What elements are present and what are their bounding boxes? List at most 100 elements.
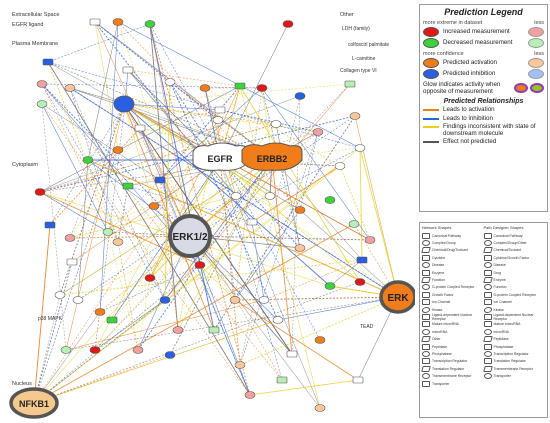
network-edge — [123, 103, 371, 241]
network-node — [164, 78, 176, 86]
network-node — [144, 20, 156, 28]
network-edge — [239, 85, 361, 283]
network-shape-item: G-protein Coupled Receptor — [422, 284, 484, 291]
node-egfr[interactable]: EGFR — [192, 142, 249, 171]
node-nfkb1-label: NFKB1 — [19, 399, 49, 409]
network-edge — [159, 87, 263, 181]
network-edge — [69, 127, 141, 239]
node-erbb2[interactable]: ERBB2 — [241, 142, 303, 171]
network-edge — [271, 157, 363, 261]
network-edge — [33, 311, 101, 404]
network-node — [102, 228, 114, 236]
network-edge — [261, 87, 371, 241]
network-edge — [137, 157, 273, 351]
network-edge — [204, 87, 237, 197]
network-node — [294, 92, 306, 100]
network-edge — [33, 294, 61, 404]
path-shape-item: Cytokine/Growth Factor — [483, 254, 546, 261]
shape-label: Cytokine/Growth Factor — [493, 255, 530, 260]
network-node — [364, 236, 376, 244]
network-edge — [234, 296, 399, 301]
network-node — [272, 316, 284, 324]
network-edge — [59, 157, 273, 296]
network-edge — [329, 259, 363, 287]
network-edge — [65, 299, 265, 351]
network-node — [144, 274, 156, 282]
node-cofficient-label: colfoscirl palmitate — [348, 42, 389, 48]
network-edge — [47, 61, 273, 159]
path-shape-item: Transporter — [483, 372, 546, 380]
network-edge — [117, 241, 139, 351]
legend-group2-right: less — [534, 51, 544, 57]
network-node — [199, 84, 211, 92]
shape-label: Disease — [432, 263, 445, 268]
network-edge — [164, 81, 171, 301]
shape-icon — [483, 299, 492, 306]
network-edge — [59, 103, 125, 296]
network-shape-item: Function — [421, 276, 484, 284]
network-node — [82, 156, 94, 164]
network-edge — [189, 235, 293, 355]
network-edge — [49, 127, 141, 226]
network-node — [94, 308, 106, 316]
shape-label: Enzyme — [493, 278, 506, 283]
node-tead-label: TEAD — [360, 324, 374, 330]
network-edge — [177, 157, 273, 331]
compartment-cytoplasm: Cytoplasm — [12, 162, 38, 168]
shape-icon — [483, 240, 492, 247]
shape-icon — [482, 336, 493, 343]
node-ldh-label: LDH (family) — [342, 26, 370, 32]
network-edge — [219, 85, 241, 161]
network-edge — [71, 159, 221, 263]
network-node — [214, 106, 226, 114]
network-node — [282, 20, 294, 28]
network-edge — [47, 61, 119, 243]
network-edge — [263, 259, 363, 301]
network-edge — [137, 277, 151, 351]
compartment-nucleus: Nucleus — [12, 381, 32, 387]
shape-icon — [482, 306, 493, 313]
network-edge — [149, 157, 273, 279]
node-erk12[interactable]: ERK1/2 — [168, 214, 212, 258]
node-erk[interactable]: ERK — [379, 280, 415, 314]
network-node — [113, 95, 135, 113]
path-shape-item: Ion Channel — [483, 299, 546, 306]
network-edge — [239, 85, 321, 409]
shape-label: Cytokine — [432, 255, 446, 260]
shape-label: Transcription Regulator — [432, 359, 468, 364]
network-node — [264, 192, 276, 200]
shape-label: microRNA — [493, 329, 509, 334]
network-edge — [239, 95, 301, 366]
inhibition-swatch-light — [528, 68, 544, 79]
path-shape-item: Transcription Regulator — [483, 350, 546, 357]
compartment-egfr-ligand: EGFR ligand — [12, 22, 44, 28]
network-shape-item: Chemical/Drug/Toxicant — [421, 247, 484, 254]
network-edge — [41, 103, 251, 396]
shape-label: Kinase — [493, 307, 504, 312]
network-edge — [149, 23, 191, 237]
network-shape-item: Disease — [422, 262, 484, 269]
shape-label: Canonical Pathway — [432, 233, 462, 238]
inhibition-line-swatch — [423, 117, 439, 120]
shape-icon — [483, 232, 492, 239]
network-edge — [123, 103, 215, 331]
shape-label: Transmembrane Receptor — [493, 366, 533, 371]
network-edge — [94, 21, 253, 223]
network-edge — [149, 23, 251, 396]
node-nfkb1[interactable]: NFKB1 — [9, 387, 59, 419]
network-node — [356, 256, 368, 264]
network-edge — [149, 85, 241, 279]
legend-item-inhibition: Predicted inhibition — [420, 68, 547, 79]
network-shapes-title: Network Shapes — [422, 225, 452, 230]
network-shape-item: Growth Factor — [422, 291, 484, 298]
network-edges — [33, 21, 399, 409]
path-shape-item: Drug — [483, 269, 546, 276]
legend-glow-text: Glow indicates activity when opposite of… — [423, 81, 501, 95]
shape-icon — [483, 350, 492, 357]
glow-swatch-orange — [514, 83, 528, 93]
network-node — [66, 258, 78, 266]
